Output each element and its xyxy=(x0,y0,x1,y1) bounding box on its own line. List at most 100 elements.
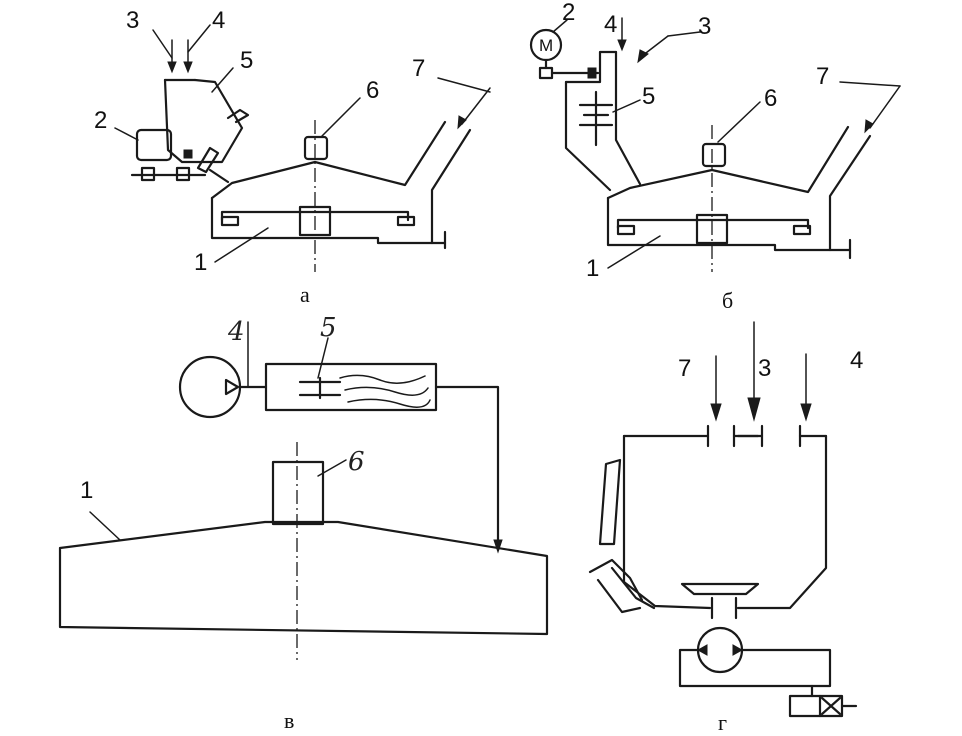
label-6: 6 xyxy=(366,77,379,104)
valve-body xyxy=(196,146,220,174)
housing-outline xyxy=(210,196,447,245)
caption-v: в xyxy=(284,708,294,733)
column-left xyxy=(564,80,612,192)
drive-b xyxy=(587,67,597,79)
vessel-right xyxy=(736,434,828,610)
nozzle xyxy=(271,460,325,526)
label-2: 2 xyxy=(94,107,107,134)
valve-cross xyxy=(820,696,842,716)
leader-3 xyxy=(667,31,701,37)
leader-2 xyxy=(114,127,139,141)
tank-fibers xyxy=(339,374,431,408)
hub xyxy=(298,205,332,237)
outlet-pipe xyxy=(430,128,472,245)
arrow-7-stem xyxy=(869,85,901,129)
leader-1 xyxy=(89,511,121,541)
housing-outline xyxy=(606,196,852,252)
label-2: 2 xyxy=(562,0,575,26)
panel-b: М 1 2 3 4 5 6 7 б xyxy=(529,0,901,313)
panel-g: 7 3 4 г xyxy=(588,321,863,735)
leader-1 xyxy=(214,227,269,263)
shaft-neck xyxy=(710,596,738,620)
feed-pipe xyxy=(208,168,230,184)
tank xyxy=(264,362,438,412)
rotor-body xyxy=(58,520,549,636)
leader-1 xyxy=(607,235,661,269)
leader-5 xyxy=(612,99,641,113)
arrow-7-leader xyxy=(839,81,901,87)
label-5: 5 xyxy=(320,313,337,343)
weight-left xyxy=(220,215,240,227)
label-3: 3 xyxy=(698,13,711,40)
vibrator xyxy=(226,108,250,124)
pump-arrow xyxy=(224,378,240,396)
weight-left xyxy=(616,224,636,236)
coupling-a1 xyxy=(140,166,156,182)
weight-right xyxy=(396,215,416,227)
label-1: 1 xyxy=(80,477,93,504)
side-bar xyxy=(598,458,622,546)
hub xyxy=(695,213,729,245)
leader-5 xyxy=(317,337,329,379)
caption-g: г xyxy=(718,710,727,735)
arrow-3 xyxy=(152,29,173,59)
nozzle xyxy=(303,135,329,161)
label-1: 1 xyxy=(194,249,207,276)
pump xyxy=(178,355,242,419)
arrow-4-head xyxy=(617,39,627,52)
pump-arrow-right xyxy=(732,644,744,656)
arrow-3-head xyxy=(747,397,761,422)
side-louvre xyxy=(596,566,656,614)
label-4: 4 xyxy=(212,7,225,34)
arrow-4-head xyxy=(800,403,812,422)
label-1: 1 xyxy=(586,255,599,282)
supply-arrow xyxy=(493,539,503,554)
bowl xyxy=(680,582,760,596)
label-6: 6 xyxy=(764,85,777,112)
arrow-4-head xyxy=(183,61,193,74)
arrow-7-head xyxy=(864,119,874,134)
label-4: 4 xyxy=(850,347,863,374)
label-3: 3 xyxy=(126,7,139,34)
motor-b-coupling xyxy=(538,66,554,80)
label-5: 5 xyxy=(642,83,655,110)
coupling-a2 xyxy=(175,166,191,182)
motor-label: М xyxy=(539,36,553,55)
caption-b: б xyxy=(722,288,733,313)
arrow-7-head xyxy=(710,403,722,422)
column-right xyxy=(614,50,642,186)
vessel-left xyxy=(622,434,712,610)
circulation-pipe xyxy=(678,648,832,688)
label-7: 7 xyxy=(412,55,425,82)
leader-6 xyxy=(321,97,361,137)
rotor-disc xyxy=(616,218,810,230)
drive-a xyxy=(183,149,193,159)
outlet-pipe xyxy=(828,134,872,252)
label-7: 7 xyxy=(678,355,691,382)
label-5: 5 xyxy=(240,47,253,74)
inlet-ports xyxy=(706,424,802,448)
label-7: 7 xyxy=(816,63,829,90)
rotor-top xyxy=(606,125,850,200)
weight-right xyxy=(792,224,812,236)
column-blades xyxy=(578,103,614,127)
arrow-7-stem xyxy=(461,87,491,125)
pump-arrow-left xyxy=(696,644,708,656)
arrow-7-head xyxy=(457,115,467,130)
arrow-3-head xyxy=(637,49,649,64)
label-4: 4 xyxy=(604,11,617,38)
leader-5 xyxy=(211,67,234,93)
arrow-7-leader xyxy=(437,77,491,93)
arrow-4 xyxy=(187,24,211,53)
leader-2 xyxy=(552,19,568,33)
valve xyxy=(788,694,844,718)
panel-a: 1 2 3 4 5 6 7 а xyxy=(94,7,491,307)
arrow-3-head xyxy=(167,61,177,74)
nozzle xyxy=(701,142,727,168)
motor-a xyxy=(135,128,173,162)
leader-6 xyxy=(317,459,347,477)
label-4: 4 xyxy=(227,317,245,347)
label-3: 3 xyxy=(758,355,771,382)
